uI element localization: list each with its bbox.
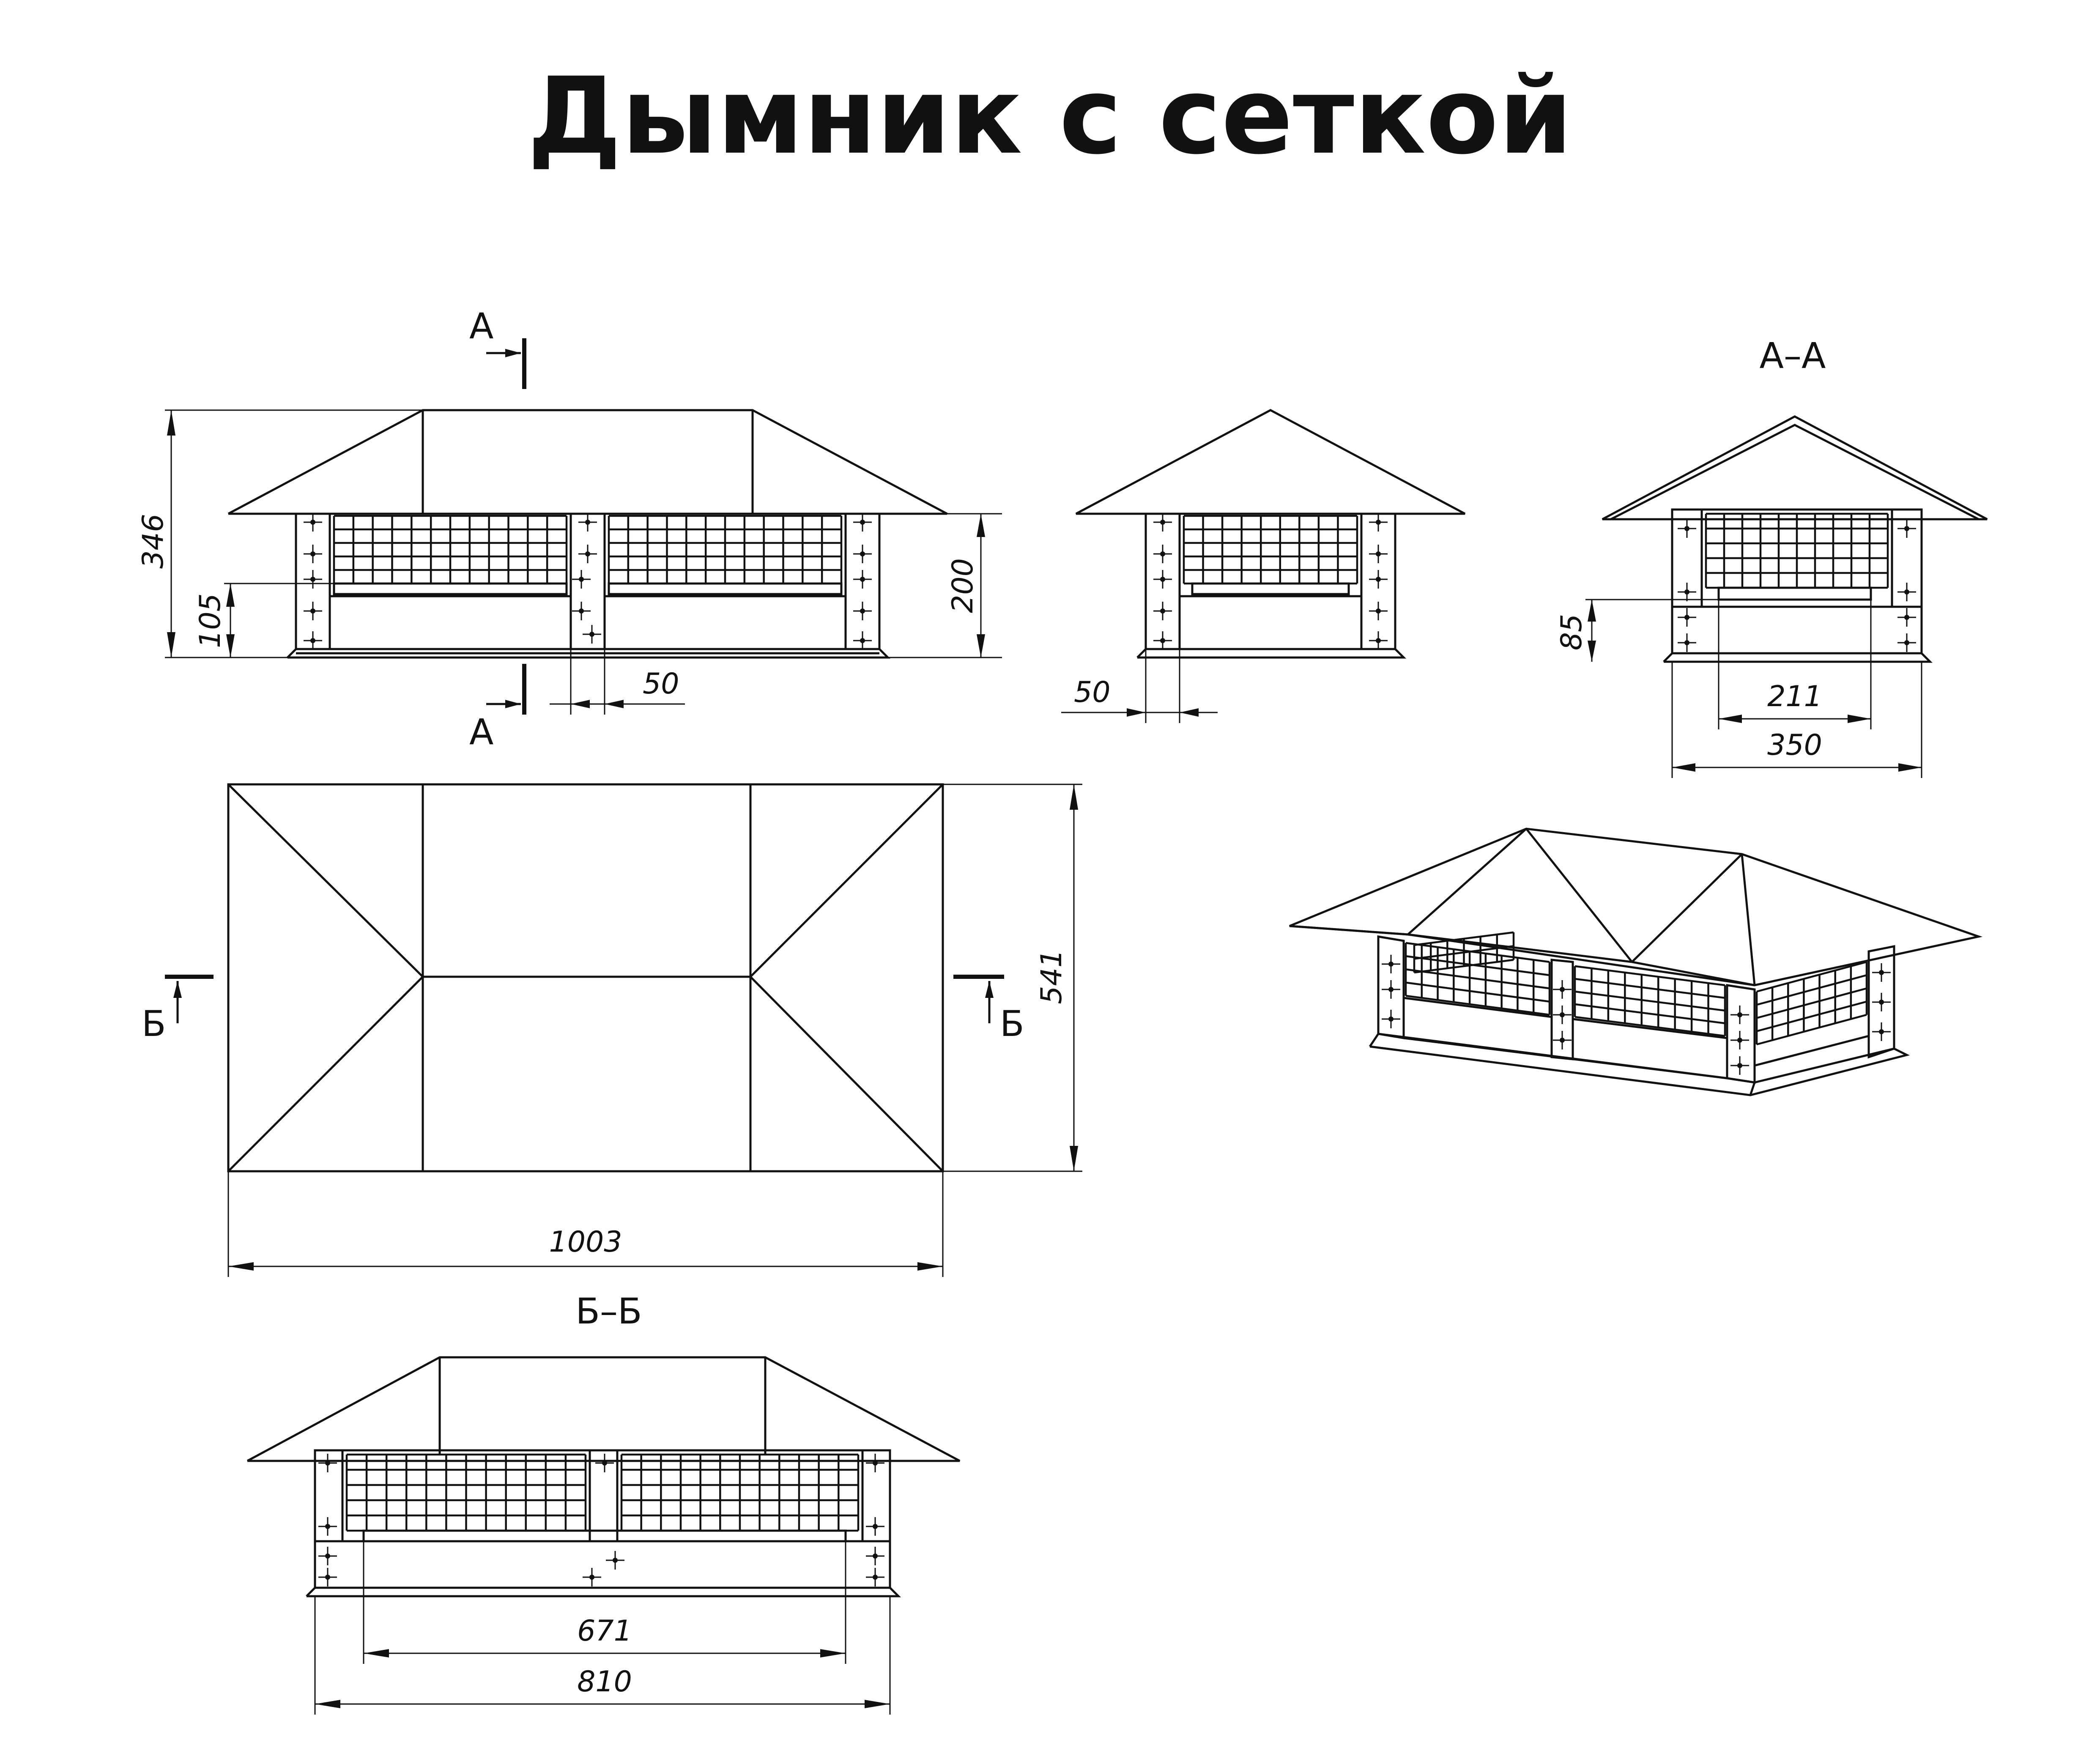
side-mesh	[1183, 515, 1358, 585]
iso-post-corner	[1726, 984, 1756, 1084]
bb-mesh-left	[345, 1453, 587, 1532]
isometric-view	[1289, 827, 1983, 1096]
iso-bolts	[1382, 955, 1891, 1075]
side-roof	[1075, 409, 1466, 515]
iso-mesh	[1405, 931, 1868, 1046]
section-mark-a-bottom: А	[469, 711, 493, 753]
dim-front-body-height: 200	[946, 558, 980, 613]
front-roof	[227, 409, 948, 515]
dim-front-lower-height: 105	[194, 593, 227, 648]
aa-roof	[1602, 415, 1988, 521]
section-aa-title: А–А	[1760, 335, 1826, 376]
dim-plan-width: 1003	[549, 1225, 622, 1259]
dim-front-post-width: 50	[643, 667, 679, 701]
bb-mesh-right	[620, 1453, 860, 1532]
section-aa: А–А 85 211 350	[1555, 335, 1988, 778]
plan-outline	[227, 783, 944, 1173]
dim-aa-inner-width: 211	[1767, 680, 1822, 713]
side-bolts	[1153, 513, 1388, 650]
dim-bb-inner-width: 671	[577, 1614, 632, 1648]
bb-body	[314, 1449, 891, 1589]
drawing-title: Дымник с сеткой	[527, 55, 1573, 178]
section-mark-b-right: Б	[1000, 1003, 1024, 1044]
dim-front-height: 346	[137, 514, 170, 569]
dim-bb-width: 810	[577, 1665, 632, 1699]
dim-aa-lower-height: 85	[1555, 614, 1588, 651]
aa-bolts	[1678, 519, 1916, 652]
section-mark-b-left: Б	[142, 1003, 166, 1044]
front-mesh-right	[608, 515, 843, 585]
section-mark-a-top: А	[469, 305, 493, 347]
front-mesh-left	[333, 515, 568, 585]
aa-mesh	[1705, 512, 1889, 589]
front-post-middle	[569, 512, 606, 650]
bb-roof	[246, 1356, 961, 1462]
dim-side-post-width: 50	[1074, 676, 1111, 709]
dim-aa-width: 350	[1767, 729, 1822, 762]
front-bolts	[304, 513, 872, 650]
section-bb: Б–Б 671 810	[246, 1290, 961, 1715]
dim-plan-depth: 541	[1035, 949, 1068, 1004]
front-view: А А 346 105 200 50	[137, 305, 1002, 753]
front-body	[295, 512, 881, 650]
side-view: 50	[1061, 409, 1466, 723]
plan-view: Б Б 541 1003	[142, 783, 1082, 1277]
section-bb-title: Б–Б	[575, 1290, 642, 1332]
bb-bolts	[318, 1454, 884, 1586]
